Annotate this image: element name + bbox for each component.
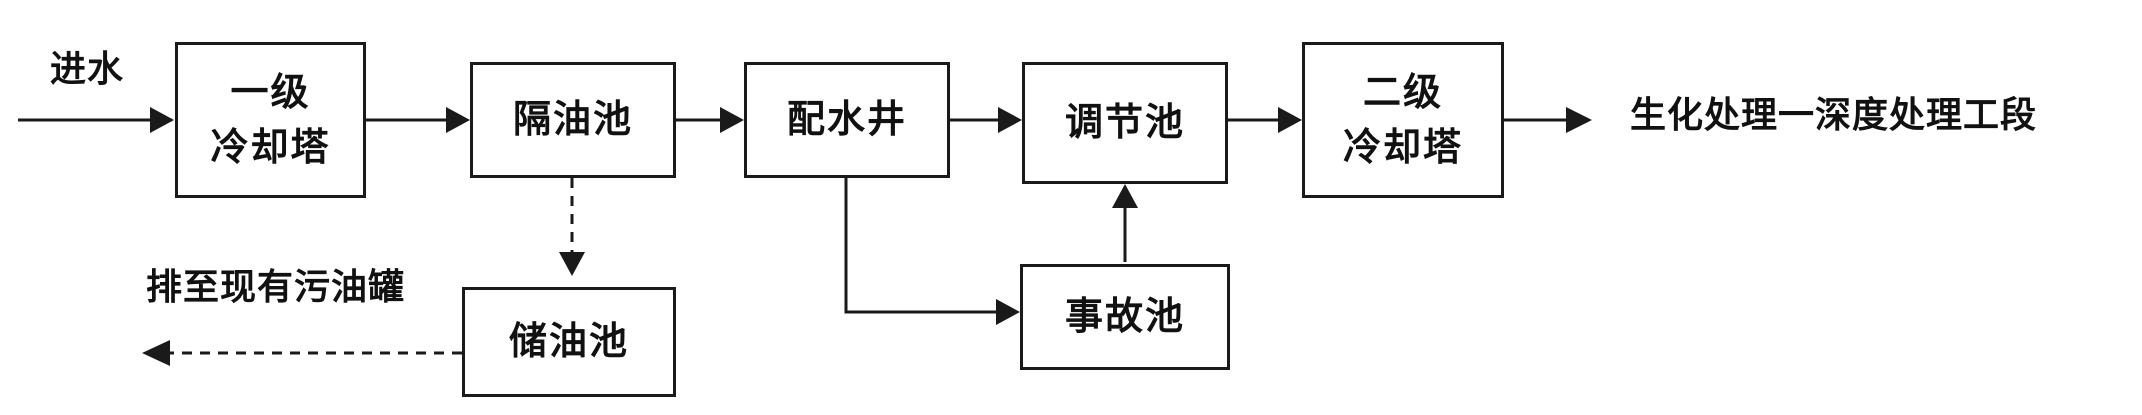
arrow-separator-to-storage-head [559,252,585,276]
oil-separator-label: 隔油池 [512,97,633,142]
equalization-tank-box: 调节池 [1022,62,1228,184]
distribution-well-box: 配水井 [744,62,950,178]
oil-separator-box: 隔油池 [470,62,676,178]
arrow-storage-to-discharge-head [142,340,170,366]
arrow-well-to-emergency-head [996,299,1020,325]
oil-storage-tank-label: 储油池 [508,319,629,364]
emergency-tank-label: 事故池 [1064,294,1185,339]
oil-discharge-label: 排至现有污油罐 [146,267,406,308]
distribution-well-label: 配水井 [786,97,907,142]
outlet-label: 生化处理一深度处理工段 [1630,95,2038,136]
arrow-ct1-to-separator-head [446,107,470,133]
cooling-tower-1-line2: 冷却塔 [210,125,331,169]
equalization-tank-label: 调节池 [1064,100,1185,145]
cooling-tower-2-box: 二级 冷却塔 [1302,42,1504,198]
arrow-emergency-to-equalization-head [1112,184,1138,208]
cooling-tower-1-line1: 一级 [230,69,311,114]
arrow-well-to-emergency-line [844,178,996,314]
cooling-tower-1-box: 一级 冷却塔 [175,42,366,198]
inlet-arrow-head [150,107,174,133]
arrow-ct2-to-outlet-head [1566,107,1592,133]
arrow-separator-to-well-head [720,107,744,133]
oil-storage-tank-box: 储油池 [462,287,676,397]
inlet-label: 进水 [50,49,125,90]
arrow-equalization-to-ct2-head [1278,107,1302,133]
arrow-well-to-equalization-head [998,107,1022,133]
cooling-tower-2-line2: 冷却塔 [1342,125,1463,169]
cooling-tower-2-line1: 二级 [1362,69,1443,114]
emergency-tank-box: 事故池 [1020,264,1230,370]
